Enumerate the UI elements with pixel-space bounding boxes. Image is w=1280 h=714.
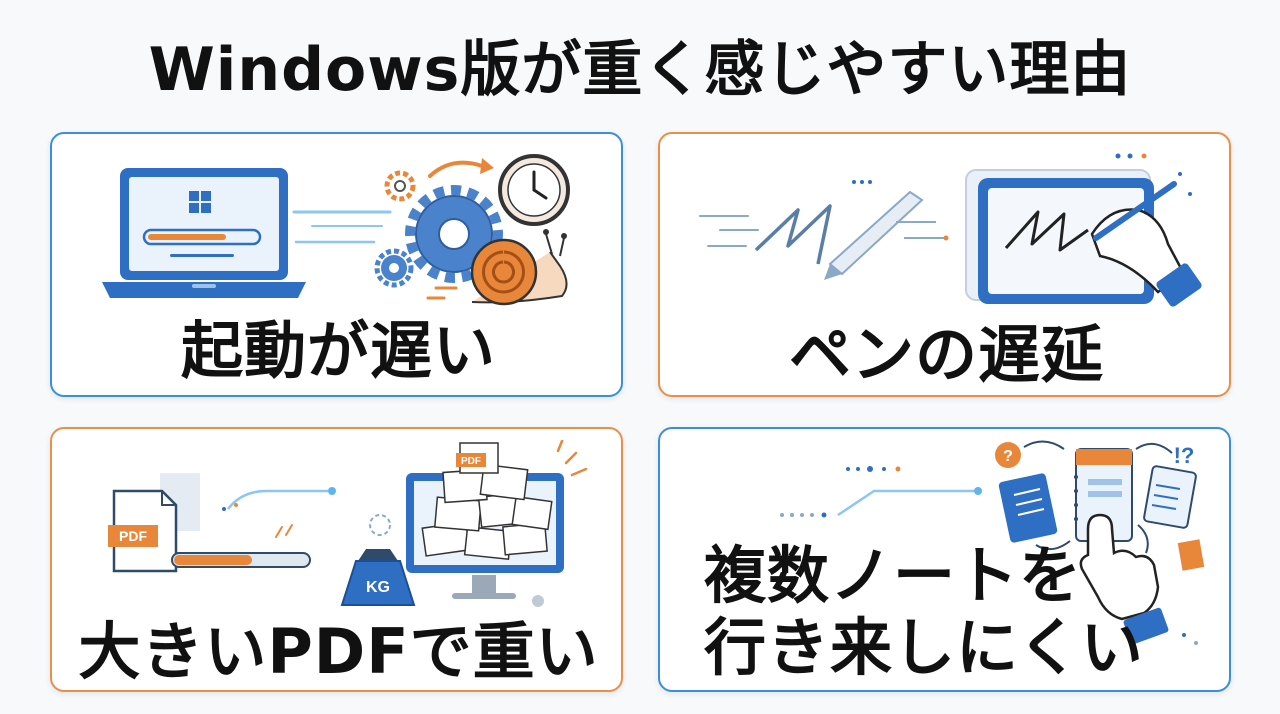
notebook-icon (998, 473, 1058, 543)
paper-stack-icon (421, 442, 553, 561)
hand-icon (1090, 181, 1202, 307)
card-label-line2: 行き来しにくい (704, 611, 1144, 684)
pdf-tag: PDF (461, 456, 481, 467)
dots (780, 466, 901, 518)
flow-arrows (1023, 440, 1173, 554)
weight-icon: KG (340, 514, 416, 606)
stylus-icon (824, 190, 924, 280)
exclaim-icon: !? (1174, 443, 1195, 468)
progress-bar-icon (171, 552, 311, 568)
svg-text:?: ? (1003, 448, 1013, 465)
progress-bar-icon (142, 228, 262, 257)
question-icon: ? (995, 442, 1021, 468)
speed-dashes (426, 286, 458, 300)
windows-logo-icon (189, 191, 211, 213)
snail-icon (470, 229, 568, 306)
tablet-icon (965, 169, 1154, 304)
connector-line (837, 489, 974, 517)
side-lines (896, 221, 944, 239)
card-label-line1: 複数ノートを (704, 539, 1083, 612)
weight-label: KG (366, 579, 390, 596)
dots (852, 153, 1192, 196)
motion-lines (292, 210, 392, 244)
pointing-hand-icon (1079, 513, 1169, 645)
card-slow-startup: 起動が遅い (50, 132, 623, 397)
card-pen-latency: ペンの遅延 (658, 132, 1231, 397)
pen-latency-illustration (699, 153, 1202, 307)
card-label: ペンの遅延 (788, 318, 1104, 391)
stress-marks (556, 439, 588, 477)
motion-lines (699, 215, 759, 247)
switching-notes-illustration: ? !? (780, 440, 1205, 645)
card-switching-notes: ? !? 複数ノートを 行き来しにくい (658, 427, 1231, 692)
laptop-icon (102, 168, 306, 298)
notebook-icon (1143, 465, 1197, 529)
arrow-icon (428, 160, 484, 178)
heavy-pdf-illustration: PDF KG (108, 439, 588, 607)
card-label: 大きいPDFで重い (78, 615, 599, 688)
card-label: 起動が遅い (180, 314, 496, 387)
slow-startup-illustration (102, 154, 570, 306)
gear-icon (374, 170, 503, 288)
pdf-label: PDF (119, 528, 147, 544)
page-title: Windows版が重く感じやすい理由 (148, 35, 1132, 105)
pdf-file-icon: PDF (108, 489, 178, 573)
connector-line (227, 489, 328, 510)
notebook-icon (1074, 448, 1133, 542)
card-heavy-pdf: PDF KG (50, 427, 623, 692)
scribble-icon (754, 204, 832, 265)
clock-icon (498, 154, 570, 226)
